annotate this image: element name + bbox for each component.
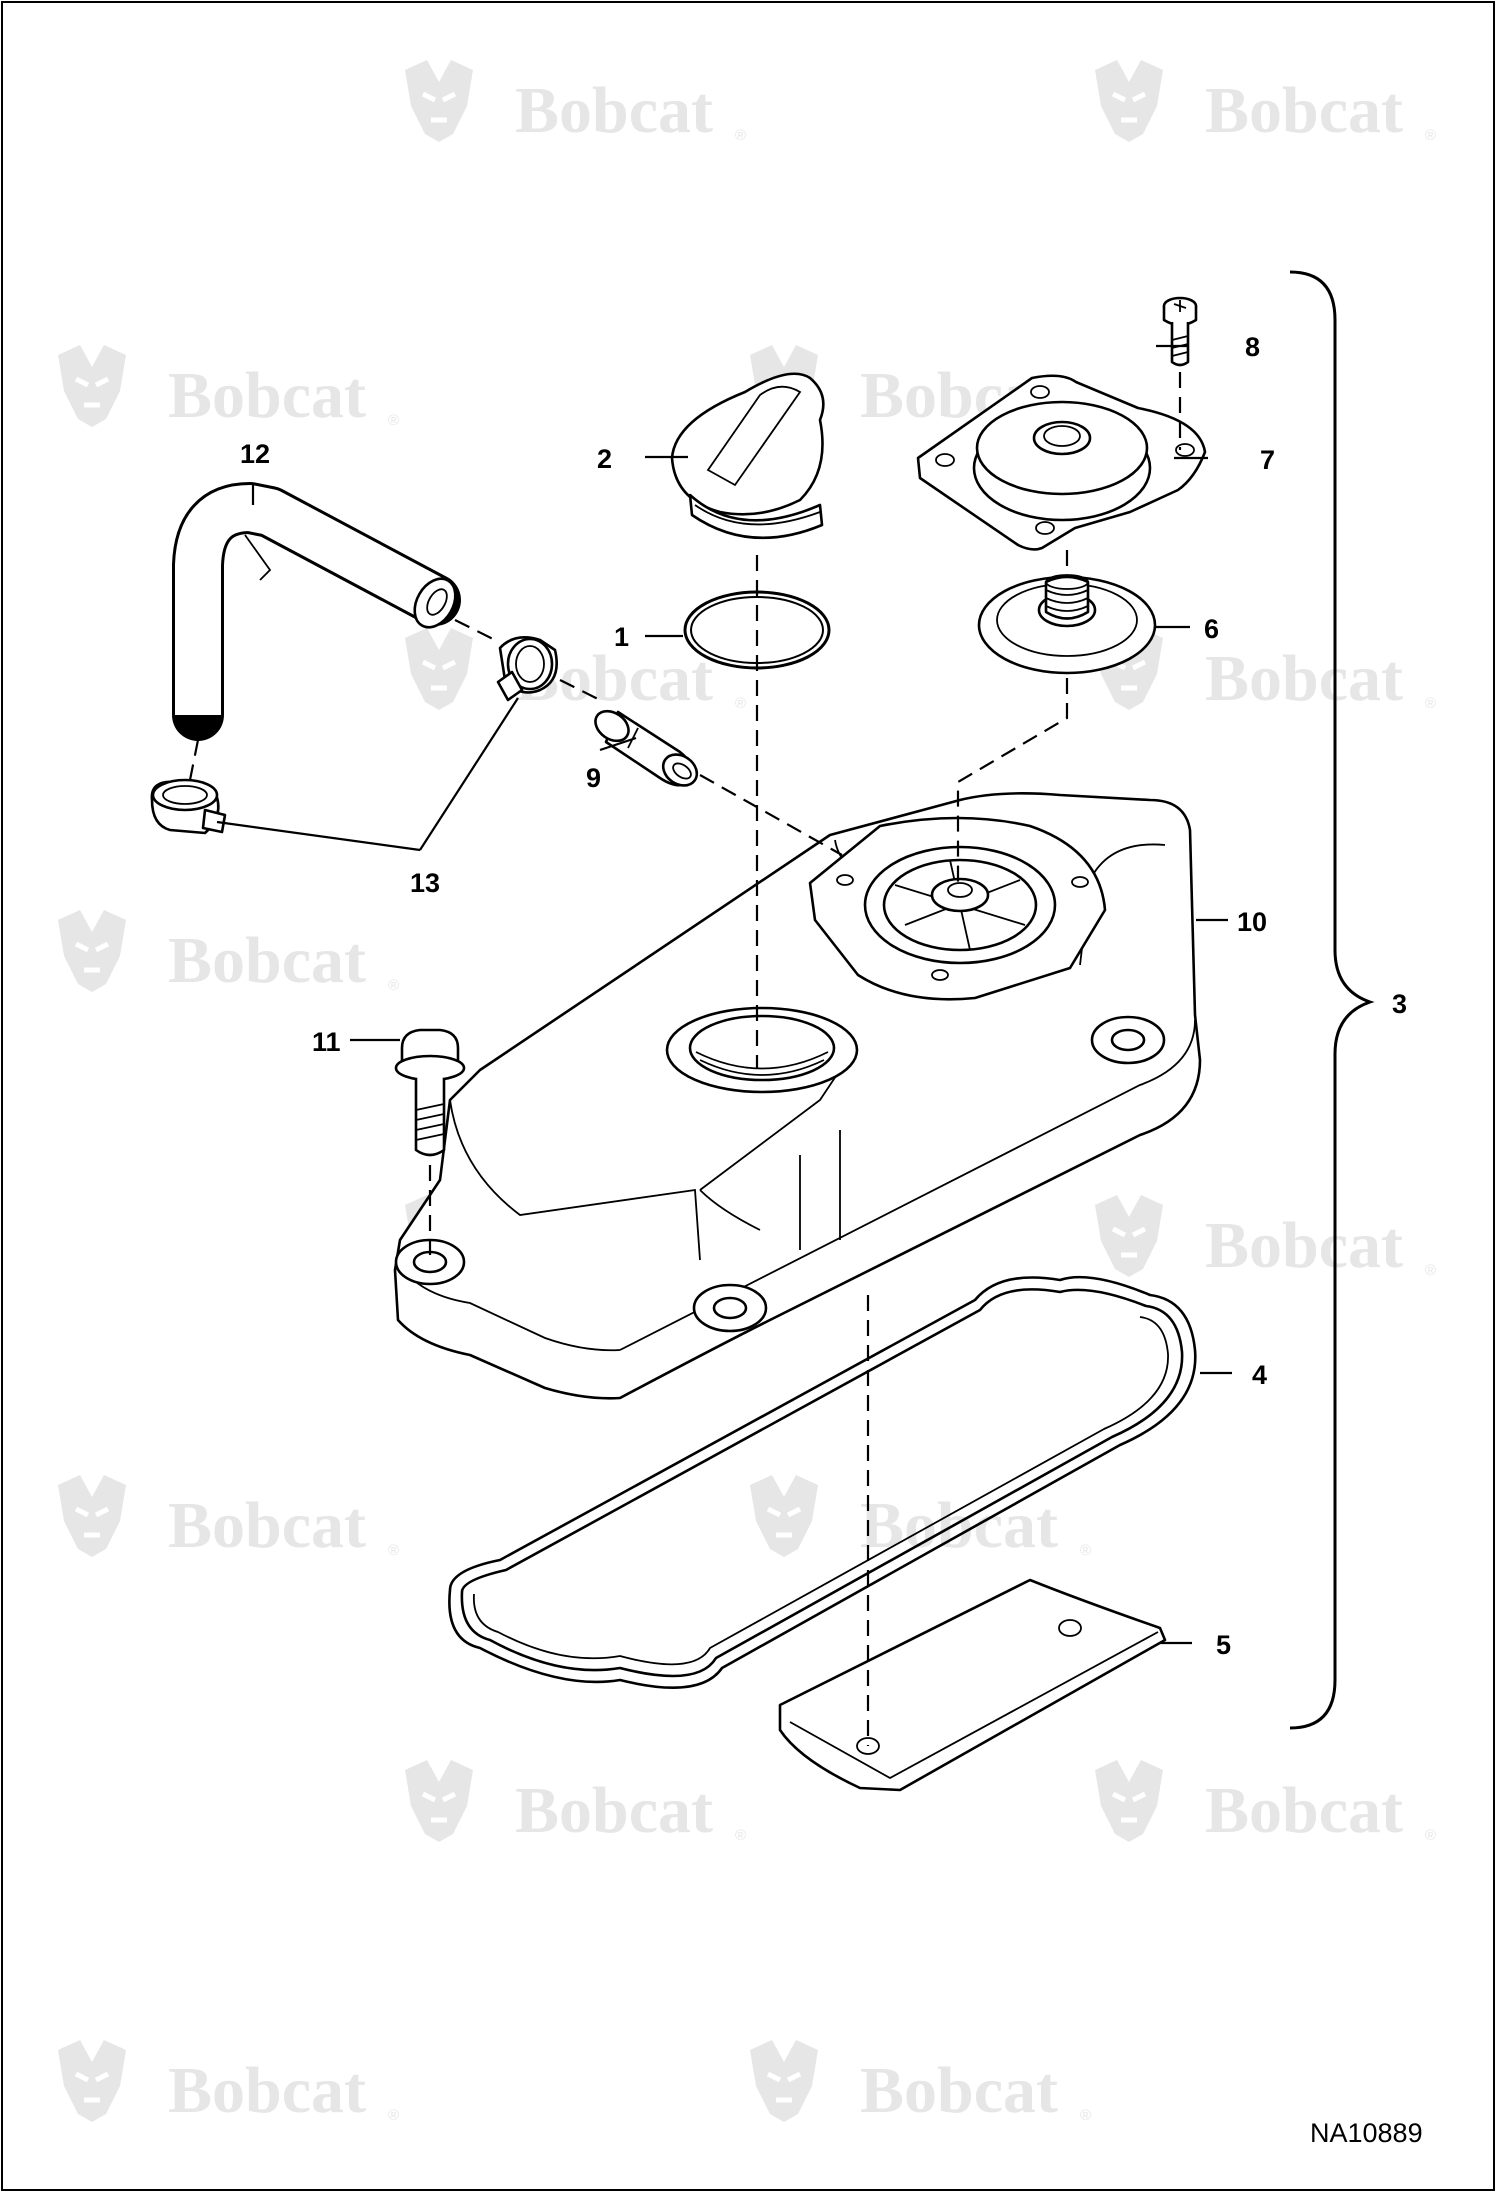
svg-text:®: ® bbox=[735, 127, 746, 144]
valve-cover-part-10 bbox=[393, 792, 1202, 1400]
callout-7: 7 bbox=[1260, 445, 1275, 475]
leader-lines bbox=[216, 344, 1232, 1645]
assembly-lines bbox=[188, 372, 1182, 1746]
svg-text:®: ® bbox=[735, 695, 746, 712]
callout-labels: 1 2 3 4 5 6 7 8 9 10 11 12 13 bbox=[240, 332, 1407, 1660]
callout-9: 9 bbox=[586, 763, 601, 793]
hose-clamp-part-13 bbox=[496, 636, 558, 702]
diaphragm-part-6 bbox=[977, 574, 1157, 675]
svg-text:®: ® bbox=[1425, 1827, 1436, 1844]
assembly-bracket bbox=[1289, 270, 1375, 1730]
watermark: Bobcat ® bbox=[58, 1475, 399, 1562]
svg-text:Bobcat: Bobcat bbox=[168, 359, 366, 432]
svg-text:Bobcat: Bobcat bbox=[860, 2054, 1058, 2127]
svg-text:Bobcat: Bobcat bbox=[1205, 74, 1403, 147]
callout-10: 10 bbox=[1237, 907, 1267, 937]
watermark: Bobcat ® bbox=[1095, 628, 1436, 715]
svg-text:Bobcat: Bobcat bbox=[860, 1489, 1058, 1562]
svg-text:Bobcat: Bobcat bbox=[1205, 1774, 1403, 1847]
svg-text:®: ® bbox=[1425, 127, 1436, 144]
callout-1: 1 bbox=[614, 622, 629, 652]
svg-text:Bobcat: Bobcat bbox=[168, 924, 366, 997]
watermark: Bobcat ® bbox=[405, 1760, 746, 1847]
callout-5: 5 bbox=[1216, 1630, 1231, 1660]
svg-text:®: ® bbox=[1080, 2107, 1091, 2124]
callout-13: 13 bbox=[410, 868, 440, 898]
svg-text:Bobcat: Bobcat bbox=[515, 1774, 713, 1847]
baffle-plate-part-5 bbox=[778, 1578, 1167, 1792]
svg-text:®: ® bbox=[388, 977, 399, 994]
callout-12: 12 bbox=[240, 439, 270, 469]
svg-text:Bobcat: Bobcat bbox=[515, 74, 713, 147]
callout-6: 6 bbox=[1204, 614, 1219, 644]
drawing-number: NA10889 bbox=[1310, 2118, 1423, 2148]
watermark: Bobcat ® bbox=[750, 1475, 1091, 1562]
watermark: Bobcat ® bbox=[750, 2040, 1091, 2127]
breather-cover-part-7 bbox=[916, 374, 1207, 551]
hose-clamp-part-13 bbox=[150, 778, 227, 835]
callout-2: 2 bbox=[597, 444, 612, 474]
svg-text:Bobcat: Bobcat bbox=[1205, 642, 1403, 715]
fitting-part-9 bbox=[594, 709, 699, 787]
watermark-layer: Bobcat® Bobcat® Bobcat® Bobcat® Bobcat® … bbox=[58, 60, 1436, 2127]
watermark: Bobcat ® bbox=[58, 2040, 399, 2127]
screw-part-8 bbox=[1162, 296, 1198, 367]
svg-text:Bobcat: Bobcat bbox=[168, 2054, 366, 2127]
callout-11: 11 bbox=[312, 1027, 341, 1057]
watermark: Bobcat ® bbox=[58, 910, 399, 997]
svg-text:®: ® bbox=[1425, 695, 1436, 712]
svg-text:®: ® bbox=[388, 2107, 399, 2124]
callout-3: 3 bbox=[1392, 989, 1407, 1019]
callout-8: 8 bbox=[1245, 332, 1260, 362]
hose-part-12 bbox=[172, 482, 461, 741]
svg-text:®: ® bbox=[388, 1542, 399, 1559]
watermark: Bobcat ® bbox=[1095, 60, 1436, 147]
svg-text:Bobcat: Bobcat bbox=[168, 1489, 366, 1562]
svg-text:®: ® bbox=[1425, 1262, 1436, 1279]
gasket-part-4 bbox=[448, 1275, 1197, 1689]
callout-4: 4 bbox=[1252, 1360, 1267, 1390]
watermark: Bobcat ® bbox=[1095, 1195, 1436, 1282]
filler-cap-part-2 bbox=[670, 372, 825, 540]
bolt-part-11 bbox=[394, 1028, 466, 1157]
svg-text:®: ® bbox=[735, 1827, 746, 1844]
watermark: Bobcat ® bbox=[405, 60, 746, 147]
svg-text:®: ® bbox=[1080, 1542, 1091, 1559]
watermark: Bobcat ® bbox=[58, 345, 399, 432]
svg-text:Bobcat: Bobcat bbox=[1205, 1209, 1403, 1282]
svg-text:®: ® bbox=[388, 412, 399, 429]
watermark: Bobcat ® bbox=[1095, 1760, 1436, 1847]
